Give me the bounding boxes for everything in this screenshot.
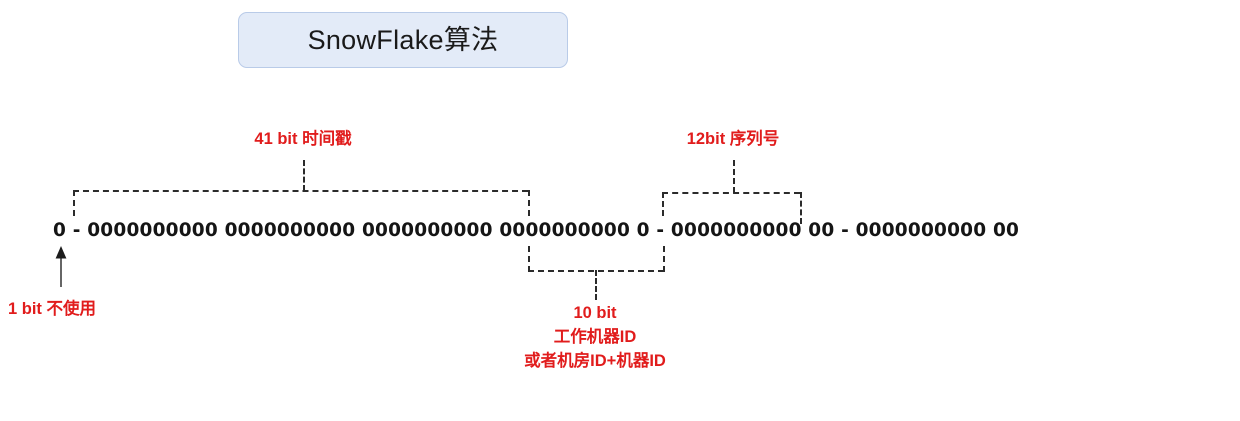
- sequence-bracket-right-leg: [800, 192, 802, 224]
- bitstring: 0 - 0000000000 0000000000 0000000000 000…: [53, 220, 1020, 241]
- machine-bracket-left-leg: [528, 246, 530, 272]
- machine-id-label-line3: 或者机房ID+机器ID: [524, 351, 666, 370]
- machine-bracket-right-leg: [663, 246, 665, 272]
- timestamp-bracket-left-leg: [73, 190, 75, 216]
- machine-id-label-line2: 工作机器ID: [553, 327, 637, 346]
- sequence-bracket-top: [662, 192, 800, 194]
- machine-id-label-line1: 10 bit: [573, 304, 617, 322]
- machine-bracket-callout-tick: [595, 270, 597, 300]
- timestamp-bracket-top: [73, 190, 528, 192]
- unused-bit-label: 1 bit 不使用: [8, 300, 97, 318]
- diagram-title-box: SnowFlake算法: [238, 12, 568, 68]
- timestamp-label: 41 bit 时间戳: [254, 130, 352, 148]
- page-title: SnowFlake算法: [307, 24, 499, 55]
- timestamp-bracket-callout-tick: [303, 160, 305, 191]
- sequence-bracket-left-leg: [662, 192, 664, 216]
- arrow-up-icon: [55, 246, 67, 287]
- machine-id-label: 10 bit 工作机器ID 或者机房ID+机器ID: [524, 302, 666, 374]
- sequence-bracket-callout-tick: [733, 160, 735, 193]
- timestamp-bracket-right-leg: [528, 190, 530, 216]
- sequence-label: 12bit 序列号: [686, 130, 780, 148]
